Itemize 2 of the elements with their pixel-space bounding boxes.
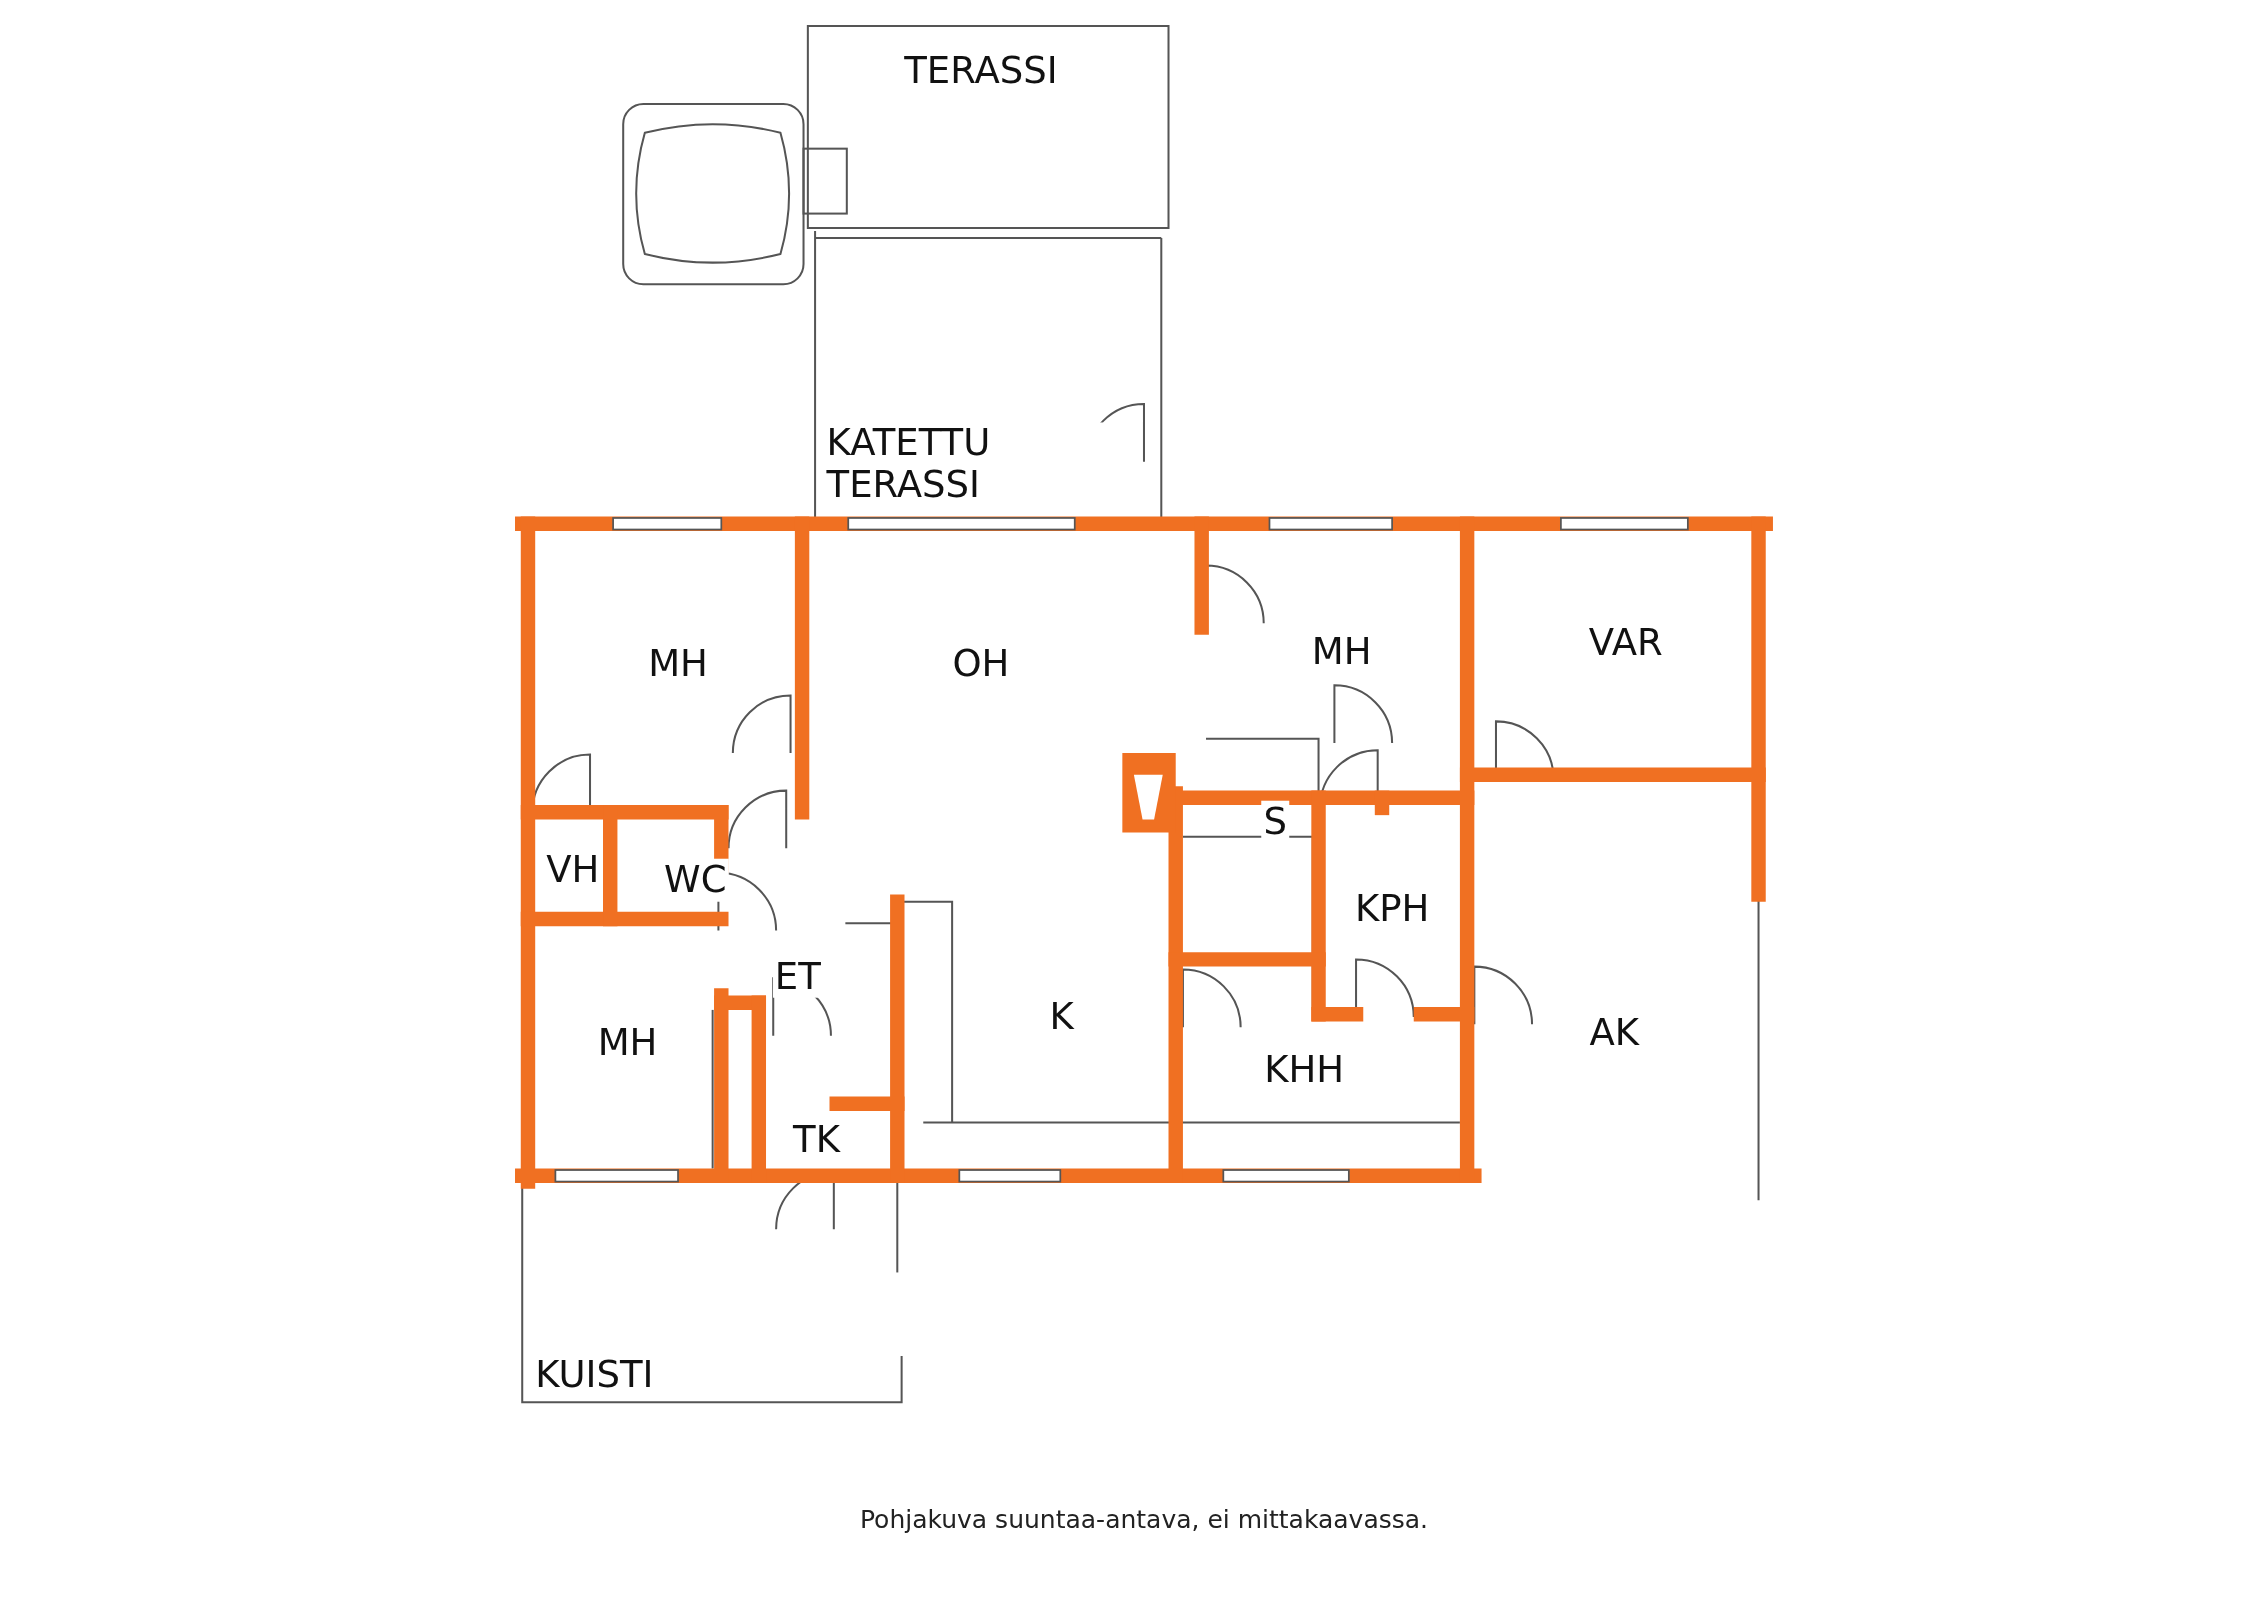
room-label: WC: [662, 858, 729, 902]
caption: Pohjakuva suuntaa-antava, ei mittakaavassa.: [859, 1504, 1429, 1534]
